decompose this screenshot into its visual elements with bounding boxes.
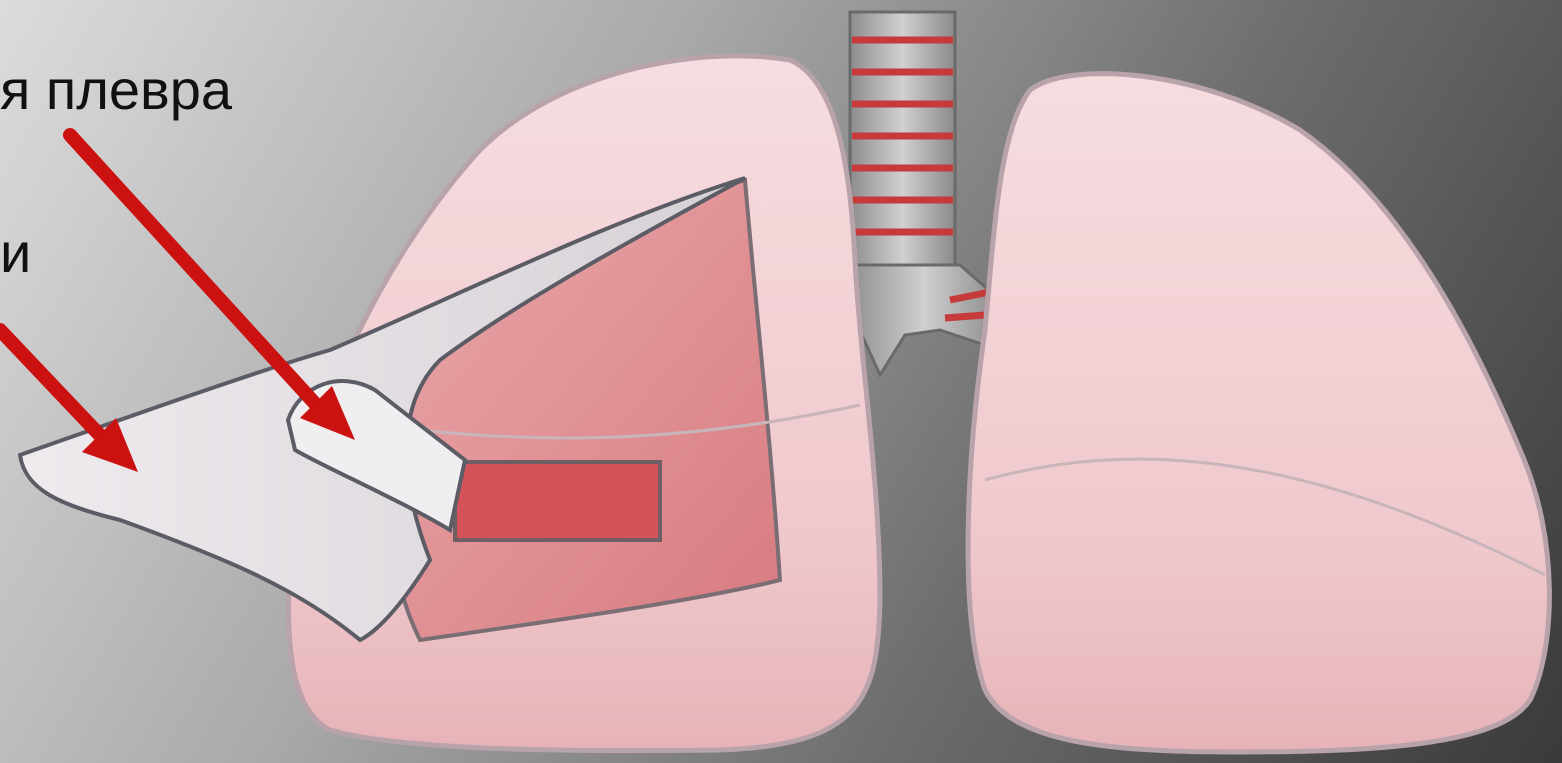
label-second: и (0, 225, 31, 281)
label-pleura: я плевра (0, 62, 232, 118)
trachea (848, 12, 1000, 375)
right-lung (968, 74, 1549, 752)
